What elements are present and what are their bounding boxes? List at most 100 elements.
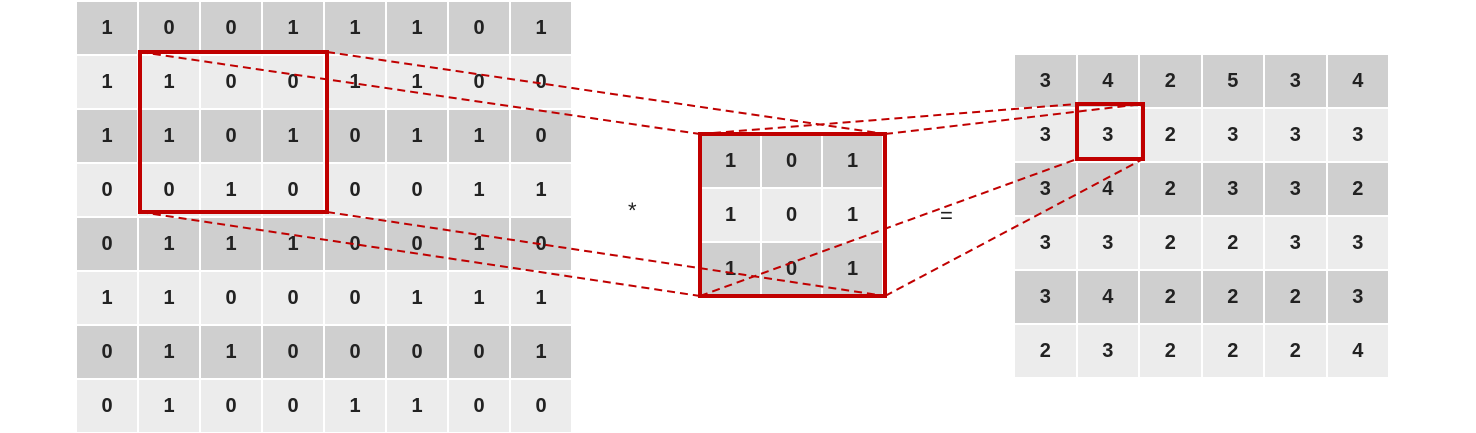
input-matrix-cell: 0: [324, 271, 386, 325]
input-matrix-cell: 1: [324, 1, 386, 55]
convolution-operator: *: [628, 198, 637, 223]
input-matrix-cell: 1: [138, 271, 200, 325]
input-matrix-cell: 1: [76, 109, 138, 163]
input-matrix-cell: 0: [76, 163, 138, 217]
kernel-highlight: [698, 132, 887, 298]
kernel-matrix-cell: 0: [761, 188, 822, 242]
input-matrix-cell: 1: [510, 271, 572, 325]
input-matrix-cell: 0: [448, 325, 510, 379]
input-matrix-cell: 0: [324, 109, 386, 163]
input-matrix-cell: 1: [262, 217, 324, 271]
output-matrix-cell: 2: [1139, 54, 1202, 108]
input-matrix-cell: 0: [510, 379, 572, 433]
input-matrix-cell: 0: [76, 217, 138, 271]
output-matrix-cell: 4: [1326, 54, 1389, 108]
input-matrix-cell: 1: [200, 163, 262, 217]
input-matrix-cell: 0: [510, 55, 572, 109]
output-matrix-cell: 3: [1264, 108, 1327, 162]
output-matrix-cell: 2: [1201, 270, 1264, 324]
output-matrix-cell: 3: [1014, 270, 1077, 324]
input-matrix-cell: 1: [76, 271, 138, 325]
input-matrix-cell: 1: [200, 325, 262, 379]
output-matrix-cell: 2: [1326, 162, 1389, 216]
input-matrix-cell: 0: [262, 163, 324, 217]
input-matrix-cell: 1: [386, 1, 448, 55]
input-matrix-cell: 0: [200, 271, 262, 325]
input-matrix-cell: 1: [510, 163, 572, 217]
output-cell-highlight: [1075, 102, 1145, 161]
input-matrix-cell: 1: [386, 109, 448, 163]
input-matrix-cell: 0: [76, 325, 138, 379]
projection-line: [884, 158, 1144, 297]
input-matrix-cell: 0: [200, 55, 262, 109]
output-matrix-cell: 3: [1201, 108, 1264, 162]
kernel-matrix-cell: 1: [822, 242, 883, 296]
output-matrix-cell: 2: [1014, 324, 1077, 378]
output-matrix-cell: 3: [1076, 216, 1139, 270]
input-matrix-cell: 1: [448, 163, 510, 217]
input-matrix-cell: 0: [262, 271, 324, 325]
input-matrix-cell: 0: [386, 325, 448, 379]
input-window-highlight: [138, 50, 329, 214]
input-matrix-cell: 1: [324, 55, 386, 109]
input-matrix-cell: 0: [324, 163, 386, 217]
output-matrix-cell: 3: [1201, 162, 1264, 216]
input-matrix-cell: 0: [262, 379, 324, 433]
kernel-matrix-cell: 1: [700, 134, 761, 188]
projection-line: [699, 158, 1078, 297]
output-matrix-cell: 2: [1264, 324, 1327, 378]
projection-line: [884, 103, 1144, 135]
input-matrix-cell: 1: [386, 271, 448, 325]
input-matrix-cell: 0: [386, 163, 448, 217]
input-matrix-cell: 0: [448, 1, 510, 55]
output-matrix-cell: 3: [1326, 216, 1389, 270]
input-matrix-cell: 0: [324, 325, 386, 379]
output-matrix-cell: 2: [1139, 324, 1202, 378]
output-matrix-cell: 2: [1139, 162, 1202, 216]
input-matrix-cell: 0: [138, 1, 200, 55]
output-matrix-cell: 5: [1201, 54, 1264, 108]
input-matrix-cell: 1: [510, 1, 572, 55]
input-matrix-cell: 0: [200, 1, 262, 55]
input-matrix-cell: 1: [262, 109, 324, 163]
output-matrix-cell: 3: [1264, 216, 1327, 270]
input-matrix-cell: 1: [386, 379, 448, 433]
input-matrix-cell: 1: [448, 271, 510, 325]
input-matrix-cell: 0: [324, 217, 386, 271]
input-matrix-cell: 1: [324, 379, 386, 433]
input-matrix-cell: 0: [262, 325, 324, 379]
input-matrix-cell: 1: [386, 55, 448, 109]
output-matrix-cell: 3: [1014, 54, 1077, 108]
projection-line: [326, 211, 886, 297]
output-matrix-cell: 2: [1139, 216, 1202, 270]
output-matrix-cell: 2: [1139, 108, 1202, 162]
input-matrix-cell: 1: [138, 55, 200, 109]
output-matrix-cell: 3: [1076, 324, 1139, 378]
input-matrix-cell: 0: [448, 55, 510, 109]
output-matrix-cell: 2: [1139, 270, 1202, 324]
input-matrix-cell: 1: [262, 1, 324, 55]
projection-line: [699, 103, 1078, 135]
output-matrix-cell: 3: [1326, 108, 1389, 162]
projection-line: [139, 211, 701, 297]
output-matrix-cell: 2: [1201, 216, 1264, 270]
input-matrix-cell: 1: [76, 55, 138, 109]
equals-operator: =: [940, 203, 953, 228]
output-matrix-cell: 3: [1264, 54, 1327, 108]
output-matrix-cell: 2: [1264, 270, 1327, 324]
input-matrix-cell: 0: [510, 109, 572, 163]
input-matrix-cell: 1: [138, 217, 200, 271]
output-matrix-cell: 3: [1326, 270, 1389, 324]
kernel-matrix-cell: 1: [700, 188, 761, 242]
input-matrix-cell: 0: [200, 109, 262, 163]
input-matrix-cell: 1: [76, 1, 138, 55]
kernel-matrix-cell: 1: [700, 242, 761, 296]
input-matrix-cell: 0: [138, 163, 200, 217]
input-matrix-cell: 1: [138, 325, 200, 379]
output-matrix-cell: 4: [1326, 324, 1389, 378]
output-matrix-cell: 3: [1264, 162, 1327, 216]
